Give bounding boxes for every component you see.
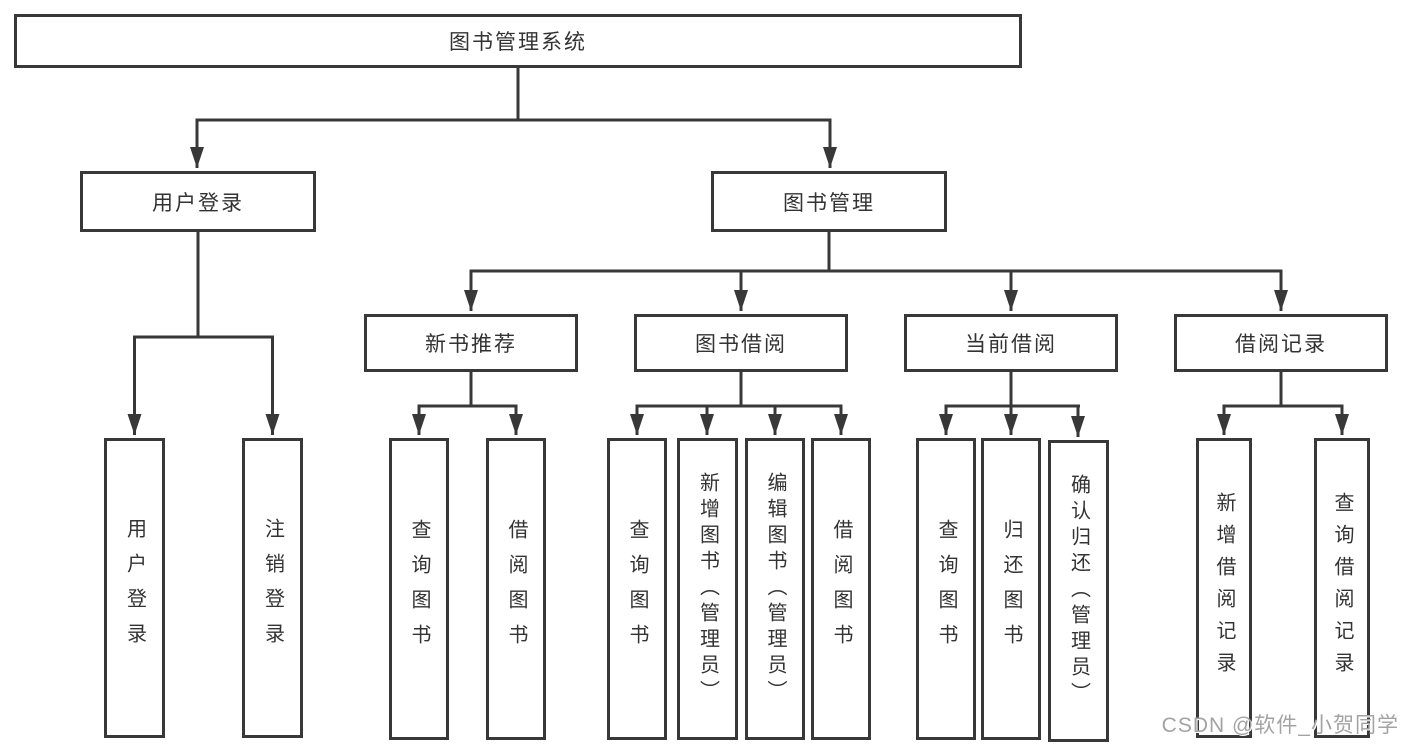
node-book-mgmt-label: 图书管理: [783, 191, 875, 215]
node-bb-edit-book-admin-label: 编辑图书（管理员）: [764, 472, 786, 706]
node-rec-query-book: 查询图书: [389, 438, 449, 740]
node-bb-edit-book-admin: 编辑图书（管理员）: [745, 438, 805, 740]
node-cb-confirm-return-admin: 确认归还（管理员）: [1048, 440, 1109, 742]
node-br-query-record-label: 查询借阅记录: [1331, 492, 1353, 684]
node-book-mgmt: 图书管理: [711, 171, 947, 232]
node-root-label: 图书管理系统: [449, 31, 587, 54]
node-bb-borrow-book-label: 借阅图书: [830, 519, 852, 659]
node-root: 图书管理系统: [14, 14, 1022, 68]
node-cb-return-book-label: 归还图书: [1000, 519, 1022, 659]
node-current-borrow-label: 当前借阅: [965, 333, 1057, 356]
node-cb-return-book: 归还图书: [981, 438, 1041, 740]
node-borrow-records: 借阅记录: [1174, 314, 1388, 372]
node-new-book-rec: 新书推荐: [364, 314, 578, 372]
node-book-borrow-label: 图书借阅: [695, 333, 787, 356]
node-bb-borrow-book: 借阅图书: [811, 438, 871, 740]
csdn-watermark: CSDN @软件_小贺同学: [1161, 714, 1399, 737]
node-br-add-record-label: 新增借阅记录: [1213, 492, 1235, 684]
node-bb-add-book-admin: 新增图书（管理员）: [677, 438, 738, 740]
node-rec-borrow-book: 借阅图书: [486, 438, 546, 740]
node-br-query-record: 查询借阅记录: [1314, 438, 1370, 738]
node-leaf-logout: 注销登录: [242, 438, 303, 738]
node-bb-add-book-admin-label: 新增图书（管理员）: [696, 472, 719, 706]
node-bb-query-book-label: 查询图书: [626, 519, 648, 659]
node-current-borrow: 当前借阅: [904, 314, 1118, 372]
node-bb-query-book: 查询图书: [607, 438, 667, 740]
node-rec-query-book-label: 查询图书: [408, 519, 430, 659]
node-book-borrow: 图书借阅: [634, 314, 848, 372]
node-new-book-rec-label: 新书推荐: [425, 333, 517, 356]
node-leaf-user-login: 用户登录: [104, 438, 165, 738]
node-rec-borrow-book-label: 借阅图书: [505, 519, 527, 659]
node-leaf-user-login-label: 用户登录: [123, 518, 146, 658]
node-user-login: 用户登录: [80, 171, 316, 232]
node-cb-query-book-label: 查询图书: [935, 519, 957, 659]
node-user-login-label: 用户登录: [152, 191, 244, 215]
node-leaf-logout-label: 注销登录: [261, 518, 284, 658]
node-br-add-record: 新增借阅记录: [1196, 438, 1252, 738]
node-cb-confirm-return-admin-label: 确认归还（管理员）: [1067, 474, 1090, 708]
node-borrow-records-label: 借阅记录: [1235, 333, 1327, 356]
node-cb-query-book: 查询图书: [916, 438, 976, 740]
